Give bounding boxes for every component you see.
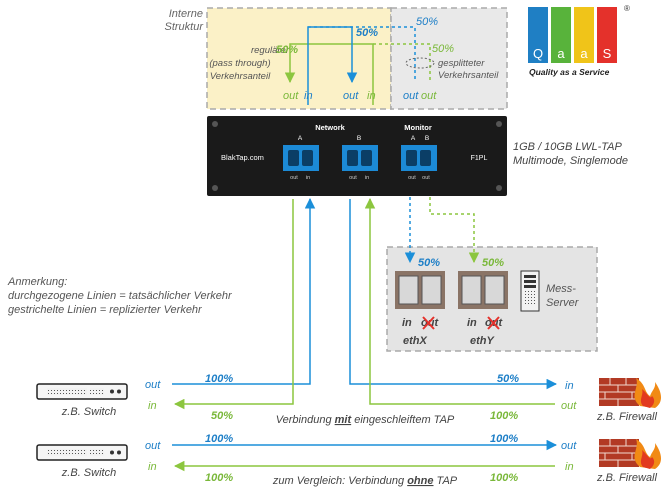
split-traffic-label: gesplitteter Verkehrsanteil xyxy=(438,58,499,81)
tap-caption: 1GB / 10GB LWL-TAP Multimode, Singlemode xyxy=(513,141,628,167)
svg-text:Q: Q xyxy=(533,46,543,61)
row2-left-in: in xyxy=(148,461,157,473)
svg-text:a: a xyxy=(580,46,588,61)
row1-caption: Verbindung mit eingeschleiftem TAP xyxy=(276,414,455,426)
firewall-icon-row1 xyxy=(599,378,662,408)
svg-text:in: in xyxy=(467,317,477,329)
row1-pct-bottom-left: 50% xyxy=(211,410,233,422)
svg-text:Mess-: Mess- xyxy=(546,283,576,295)
svg-text:ethY: ethY xyxy=(470,335,496,347)
row2-traffic-lines xyxy=(172,439,558,472)
svg-text:out: out xyxy=(408,175,416,181)
svg-text:gesplitteter: gesplitteter xyxy=(438,58,485,69)
switch-label-row1: z.B. Switch xyxy=(61,406,116,418)
svg-text:out: out xyxy=(422,175,430,181)
svg-text:in: in xyxy=(306,175,310,181)
switch-label-row2: z.B. Switch xyxy=(61,467,116,479)
svg-text:Interne: Interne xyxy=(169,8,203,20)
row2-pct-top-left: 100% xyxy=(205,433,233,445)
internal-lines-left xyxy=(284,26,431,105)
row1-right-out: out xyxy=(561,400,577,412)
svg-text:in: in xyxy=(365,175,369,181)
svg-text:regulärer: regulärer xyxy=(251,45,290,56)
svg-text:(pass through): (pass through) xyxy=(209,58,270,69)
mess-pct-x: 50% xyxy=(418,257,440,269)
row2-pct-top-right: 100% xyxy=(490,433,518,445)
svg-text:BlakTap.com: BlakTap.com xyxy=(221,153,264,162)
mess-server-label: Mess- Server xyxy=(546,283,580,309)
left-box-pct-blue: 50% xyxy=(356,27,378,39)
row2-pct-bottom-left: 100% xyxy=(205,472,233,484)
svg-text:Struktur: Struktur xyxy=(164,21,204,33)
ethy-out-cross-icon xyxy=(487,316,500,330)
row2-right-in: in xyxy=(565,461,574,473)
svg-text:out: out xyxy=(290,175,298,181)
row1-pct-bottom-right: 100% xyxy=(490,410,518,422)
svg-text:B: B xyxy=(425,135,429,142)
qaas-logo: Q a a S ® Quality as a Service xyxy=(528,4,630,77)
svg-text:ethX: ethX xyxy=(403,335,428,347)
svg-text:a: a xyxy=(557,46,565,61)
svg-text:A: A xyxy=(411,135,416,142)
svg-text:Server: Server xyxy=(546,297,580,309)
row1-left-in: in xyxy=(148,400,157,412)
internal-structure-left-box xyxy=(206,7,392,110)
row1-traffic-lines xyxy=(172,197,558,410)
left-box-pct-green: 50% xyxy=(276,44,298,56)
svg-text:B: B xyxy=(357,135,361,142)
legend-note: Anmerkung: durchgezogene Linien = tatsäc… xyxy=(7,276,233,316)
mess-server-nic-y xyxy=(458,271,508,309)
right-port-out-2: out xyxy=(421,90,437,102)
svg-text:F1PL: F1PL xyxy=(471,155,488,162)
internal-structure-label: Interne Struktur xyxy=(164,8,204,33)
svg-text:®: ® xyxy=(624,4,630,13)
left-port-out-b: out xyxy=(343,90,359,102)
row2-right-out: out xyxy=(561,440,577,452)
switch-icon-row1 xyxy=(36,383,128,400)
firewall-label-row2: z.B. Firewall xyxy=(596,472,657,484)
server-icon xyxy=(520,270,540,312)
svg-text:gestrichelte Linien = r: gestrichelte Linien = replizierter Verke… xyxy=(8,304,203,316)
left-port-out-a: out xyxy=(283,90,299,102)
split-ellipse xyxy=(405,57,435,69)
svg-text:durchgezogene Linien = tatsäch: durchgezogene Linien = tatsächlicher Ver… xyxy=(8,290,233,302)
svg-text:S: S xyxy=(603,46,612,61)
switch-icon-row2 xyxy=(36,444,128,461)
internal-structure-right-box xyxy=(390,7,508,110)
svg-text:A: A xyxy=(298,135,303,142)
svg-text:1GB / 10GB LWL-TAP: 1GB / 10GB LWL-TAP xyxy=(513,141,622,153)
left-port-in-b: in xyxy=(367,90,376,102)
row1-pct-top-right: 50% xyxy=(497,373,519,385)
row1-left-out: out xyxy=(145,379,161,391)
svg-text:Verkehrsanteil: Verkehrsanteil xyxy=(438,70,499,81)
monitor-lines xyxy=(404,197,480,264)
svg-text:out: out xyxy=(349,175,357,181)
row1-right-in: in xyxy=(565,380,574,392)
svg-text:Anmerkung:: Anmerkung: xyxy=(7,276,67,288)
right-box-pct-top: 50% xyxy=(416,16,438,28)
right-box-pct-green: 50% xyxy=(432,43,454,55)
mess-server-nic-x xyxy=(395,271,445,309)
firewall-icon-row2 xyxy=(599,439,662,469)
svg-text:Multimode, Singlemode: Multimode, Singlemode xyxy=(513,155,628,167)
svg-text:in: in xyxy=(402,317,412,329)
left-port-in-a: in xyxy=(304,90,313,102)
row2-left-out: out xyxy=(145,440,161,452)
svg-text:Network: Network xyxy=(315,123,345,132)
row2-caption: zum Vergleich: Verbindung ohne TAP xyxy=(272,475,458,487)
regular-traffic-label: regulärer (pass through) Verkehrsanteil xyxy=(209,45,289,82)
firewall-label-row1: z.B. Firewall xyxy=(596,411,657,423)
tap-device: Network Monitor A B A B BlakTap.com F1PL… xyxy=(207,116,507,196)
mess-pct-y: 50% xyxy=(482,257,504,269)
ethx-out-cross-icon xyxy=(422,316,435,330)
row1-pct-top-left: 100% xyxy=(205,373,233,385)
right-port-out-1: out xyxy=(403,90,419,102)
row2-pct-bottom-right: 100% xyxy=(490,472,518,484)
svg-text:Quality as a Service: Quality as a Service xyxy=(529,67,610,77)
svg-text:Monitor: Monitor xyxy=(404,123,432,132)
svg-text:Verkehrsanteil: Verkehrsanteil xyxy=(210,71,271,82)
